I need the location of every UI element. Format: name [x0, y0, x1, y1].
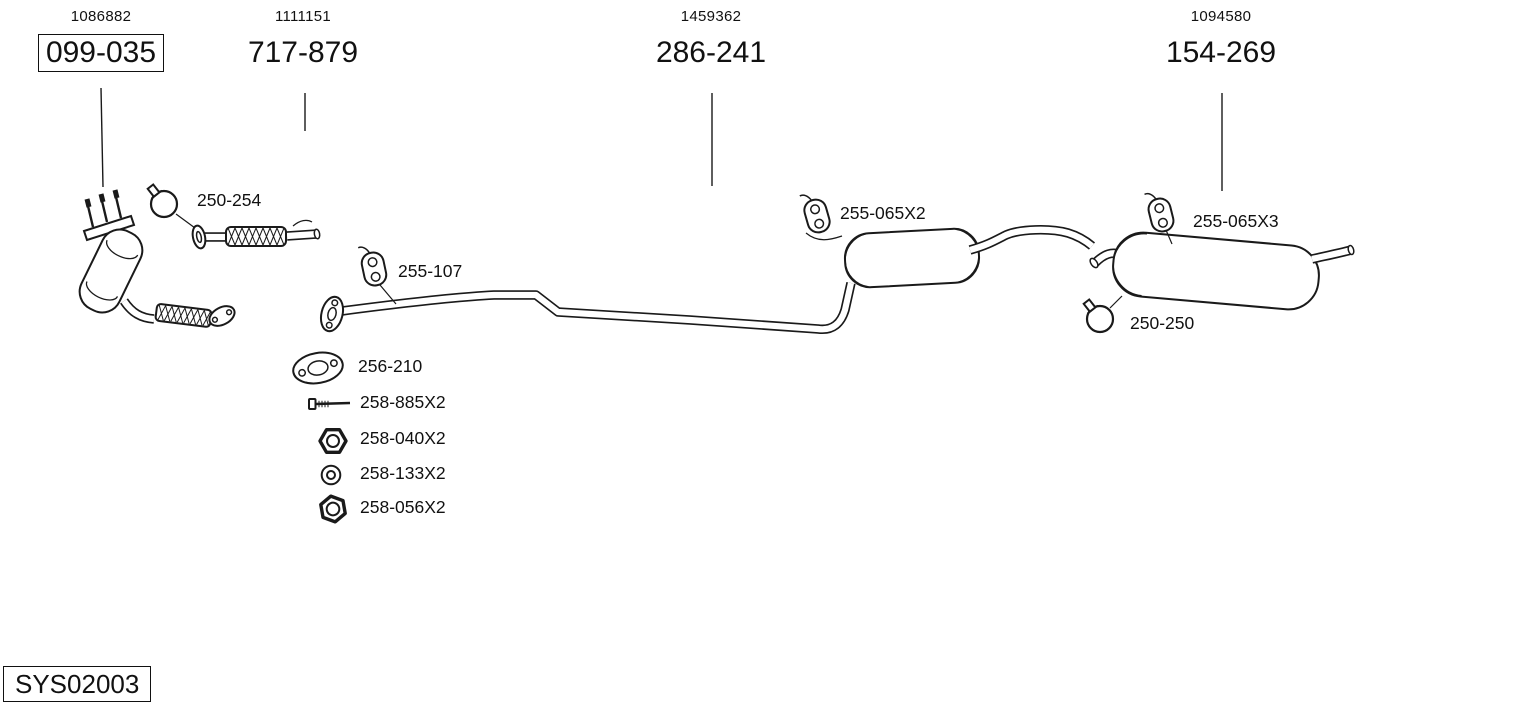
- small-part-label: 258-885X2: [360, 392, 446, 412]
- nut-icon-258-056: [319, 494, 347, 524]
- system-id-label: SYS02003: [15, 669, 140, 699]
- flex-braid-icon: [154, 303, 213, 328]
- center-pipe-drawing: [319, 281, 856, 335]
- system-id-box: SYS02003: [3, 666, 152, 702]
- end-flange-icon: [208, 305, 236, 327]
- small-part-label: 256-210: [358, 356, 423, 376]
- tailpipe-drawing: [1310, 244, 1355, 264]
- flex-pipe-drawing: [191, 219, 321, 250]
- catalytic-converter-icon: [78, 228, 144, 314]
- nut-icon-258-040: [318, 427, 348, 455]
- bolt-icon: [308, 398, 351, 410]
- small-part-label: 255-065X2: [840, 203, 926, 223]
- main-part-group-154-269: 1094580 154-269: [1136, 8, 1306, 72]
- small-part-label: 258-040X2: [360, 428, 446, 448]
- main-part-group-717-879: 1111151 717-879: [218, 8, 388, 72]
- leader-lines: [100, 87, 1223, 191]
- small-part-label: 255-065X3: [1193, 211, 1279, 231]
- clamp-icon-250-250: [1082, 298, 1115, 334]
- main-part-group-099-035: 1086882 099-035: [16, 8, 186, 72]
- middle-muffler-drawing: [843, 227, 981, 289]
- oe-number-label: 1111151: [274, 8, 332, 25]
- oe-number-label: 1094580: [1190, 8, 1252, 25]
- clamp-icon-250-254: [146, 183, 179, 219]
- oe-number-label: 1086882: [70, 8, 132, 25]
- small-part-label: 250-254: [197, 190, 262, 210]
- hanger-icon-255-065x2: [799, 194, 831, 234]
- small-part-label: 258-133X2: [360, 463, 446, 483]
- gasket-icon: [292, 351, 344, 385]
- small-part-label: 258-056X2: [360, 497, 446, 517]
- oe-number-label: 1459362: [680, 8, 742, 25]
- intermediate-pipe-drawing: [968, 225, 1096, 255]
- small-part-label: 250-250: [1130, 313, 1195, 333]
- flex-left-flange-icon: [191, 224, 207, 250]
- front-pipe-drawing: [78, 189, 236, 328]
- part-number-label: 717-879: [247, 36, 359, 69]
- small-part-label: 255-107: [398, 261, 463, 281]
- rear-muffler-drawing: [1112, 231, 1320, 311]
- part-number-label: 099-035: [16, 34, 186, 72]
- part-number-label: 286-241: [655, 36, 767, 69]
- pipe-flange-icon: [319, 295, 345, 333]
- hanger-icon-255-107: [357, 246, 388, 287]
- hanger-icon-255-065x3: [1144, 192, 1175, 233]
- flange-studs-icon: [84, 189, 123, 228]
- part-number-label: 154-269: [1165, 36, 1277, 69]
- main-part-group-286-241: 1459362 286-241: [626, 8, 796, 72]
- washer-icon: [320, 464, 342, 486]
